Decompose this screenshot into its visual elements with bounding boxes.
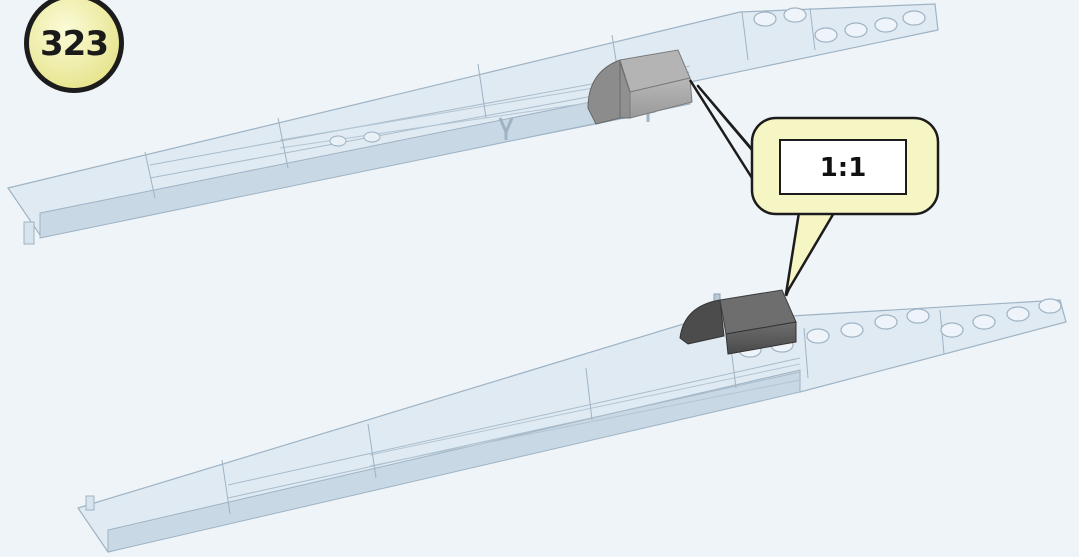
bottom-beam-assembly [78,290,1066,552]
step-number-badge: 323 [24,0,124,93]
scale-label: 1:1 [820,153,867,183]
step-number: 323 [40,24,108,64]
scale-callout: 1:1 [690,80,938,296]
